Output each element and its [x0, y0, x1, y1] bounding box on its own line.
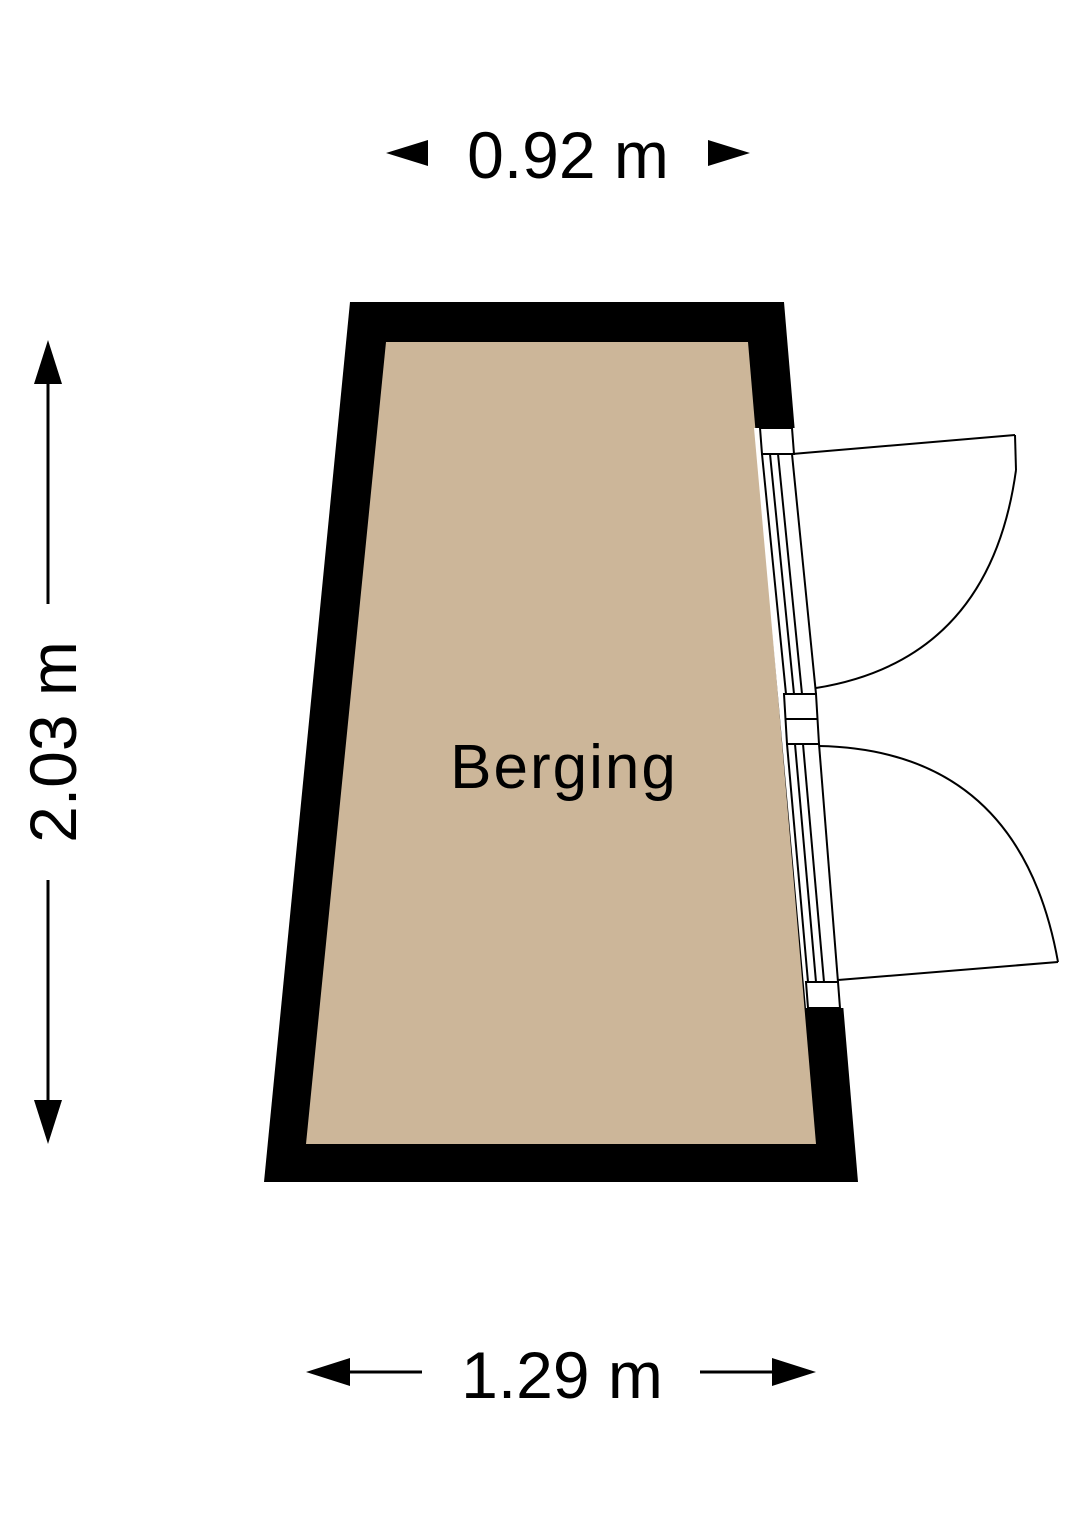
door-upper-leaf-glazing [761, 453, 817, 695]
door-frame-top-jamb [758, 427, 796, 455]
bottom-dimension-right-arrow [772, 1358, 816, 1386]
top-dimension-label: 0.92 m [467, 118, 669, 192]
bottom-dimension: 1.29 m [306, 1338, 816, 1412]
left-dimension: 2.03 m [16, 340, 90, 1144]
door-upper-leaf [791, 434, 1016, 455]
top-dimension: 0.92 m [386, 118, 750, 192]
door-upper-swing [791, 434, 1017, 689]
door-lower-leaf-glazing [786, 743, 839, 983]
door-frame [758, 427, 842, 1009]
top-dimension-right-arrow [708, 140, 750, 166]
bottom-dimension-left-arrow [306, 1358, 350, 1386]
bottom-dimension-label: 1.29 m [461, 1338, 663, 1412]
door-lower-leaf [837, 961, 1059, 981]
door-lower-swing [818, 745, 1059, 981]
room-name-label: Berging [450, 733, 678, 802]
left-dimension-top-arrow [34, 340, 62, 384]
room-floor [306, 342, 816, 1144]
top-dimension-left-arrow [386, 140, 428, 166]
left-dimension-bottom-arrow [34, 1100, 62, 1144]
door-upper-leaf-edge [1014, 434, 1017, 471]
door-upper-swing-arc [815, 469, 1017, 689]
door-lower-swing-arc [818, 745, 1059, 963]
door-frame-bottom-jamb [804, 981, 842, 1009]
left-dimension-label: 2.03 m [16, 641, 90, 843]
